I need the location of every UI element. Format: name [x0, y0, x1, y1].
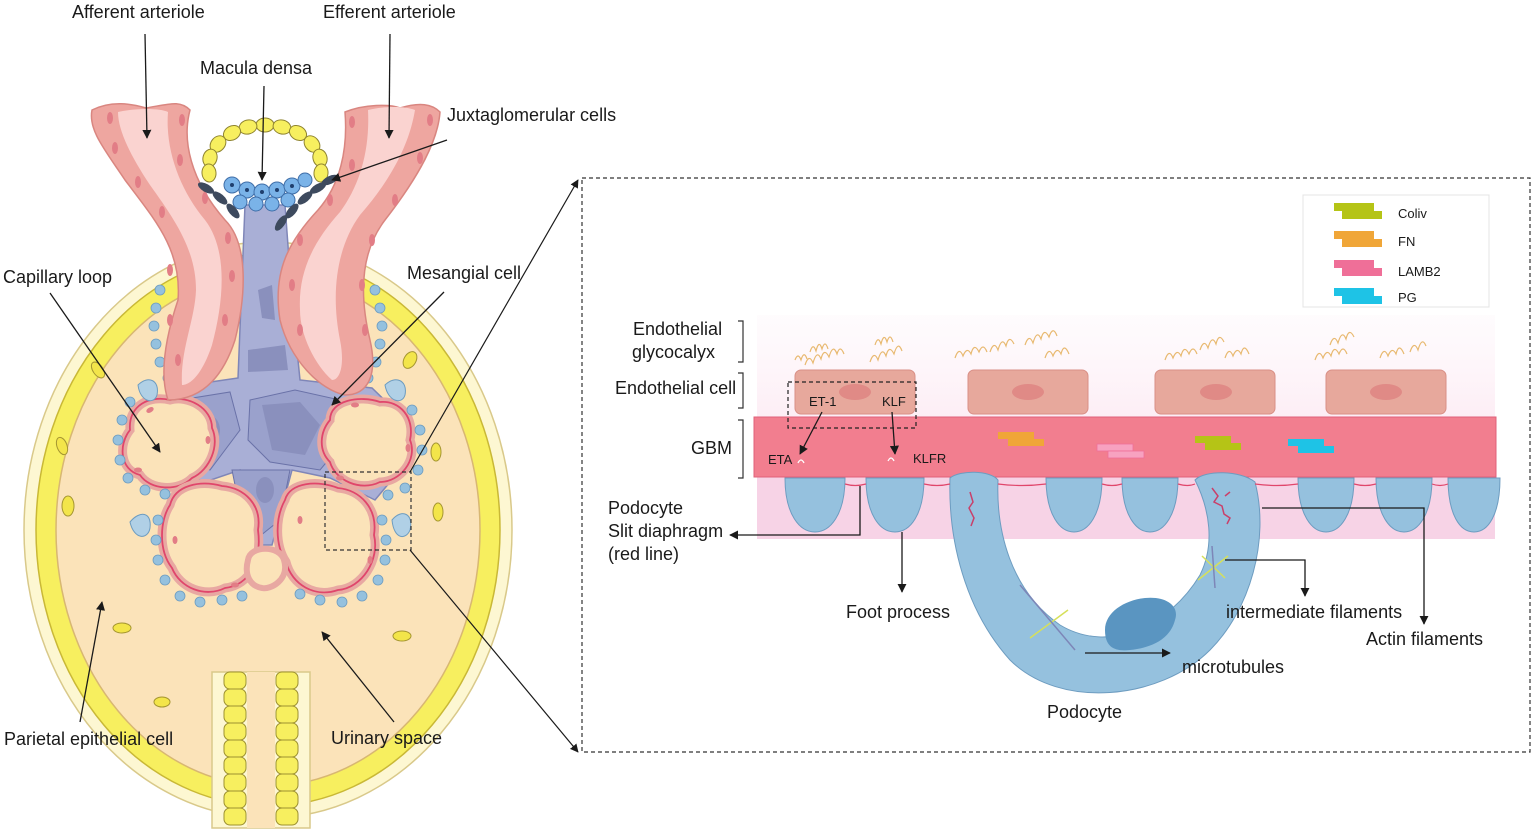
legend-item-pg: PG [1334, 288, 1417, 305]
label-endothelial-cell: Endothelial cell [615, 378, 736, 398]
arrow-efferent [384, 33, 394, 139]
tubule-cells [223, 671, 299, 826]
left-labels: Afferent arteriole Efferent arteriole Ma… [3, 2, 616, 749]
label-podocyte-slit-1: Podocyte [608, 498, 683, 518]
label-podocyte-slit-2: Slit diaphragm [608, 521, 723, 541]
layer-brackets [738, 320, 744, 479]
macula-densa-tubule [201, 117, 329, 183]
podocyte-nucleus [1105, 597, 1176, 651]
foot-processes [784, 477, 1501, 533]
arrow-mesangial [331, 291, 445, 406]
capillary-loop-left [118, 394, 220, 492]
arrow-juxtaglomerular [331, 139, 448, 182]
label-urinary-space: Urinary space [331, 728, 442, 748]
endothelial-cells [794, 369, 1447, 415]
legend-label-lamb2: LAMB2 [1398, 264, 1441, 279]
legend-label-coliv: Coliv [1398, 206, 1427, 221]
macula-densa-cells [223, 172, 313, 212]
label-mesangial-cell: Mesangial cell [407, 263, 521, 283]
capillary-loop-small [243, 545, 289, 592]
capillary-loop-right [317, 394, 417, 491]
label-microtubules: microtubules [1182, 657, 1284, 677]
right-leaders [729, 486, 1429, 658]
zoom-connector-top [409, 179, 579, 473]
arrow-urinary-space [321, 631, 395, 723]
zoom-connector-bottom [409, 549, 579, 753]
left-arrows [49, 33, 448, 723]
capillary-loop-bottom-right [273, 479, 380, 597]
microtubules [1019, 545, 1216, 651]
label-foot-process: Foot process [846, 602, 950, 622]
glomerulus [23, 103, 513, 829]
legend-item-lamb2: LAMB2 [1334, 260, 1441, 279]
label-parietal-epithelial-cell: Parietal epithelial cell [4, 729, 173, 749]
actin-filaments [968, 487, 1231, 527]
label-endothelial-glycocalyx-1: Endothelial [633, 319, 722, 339]
label-klf: KLF [882, 394, 906, 409]
legend-label-pg: PG [1398, 290, 1417, 305]
leader-slit [729, 486, 861, 540]
podocyte-cell-bodies [129, 379, 412, 538]
arrow-parietal [79, 601, 105, 723]
slit-diaphragms [844, 483, 1449, 487]
leader-intermediate [1225, 559, 1310, 597]
label-et1: ET-1 [809, 394, 836, 409]
zoom-panel [581, 177, 1531, 753]
label-efferent-arteriole: Efferent arteriole [323, 2, 456, 22]
label-afferent-arteriole: Afferent arteriole [72, 2, 205, 22]
legend-box [1302, 194, 1490, 308]
capillary-loops [118, 394, 417, 597]
zoom-region-box [324, 471, 412, 551]
legend-item-fn: FN [1334, 231, 1415, 249]
label-eta: ETA [768, 452, 793, 467]
macula-densa-nuclei [230, 183, 294, 194]
label-endothelial-glycocalyx-2: glycocalyx [632, 342, 715, 362]
right-labels: Endothelial glycocalyx Endothelial cell … [608, 319, 1483, 722]
label-capillary-loop: Capillary loop [3, 267, 112, 287]
podocyte-body [949, 471, 1261, 694]
label-podocyte: Podocyte [1047, 702, 1122, 722]
label-podocyte-slit-3: (red line) [608, 544, 679, 564]
label-actin-filaments: Actin filaments [1366, 629, 1483, 649]
label-gbm: GBM [691, 438, 732, 458]
parietal-cell-nuclei [55, 351, 444, 708]
mesangial-nuclei [196, 285, 320, 503]
zoom-connectors [409, 179, 579, 753]
endothelial-nuclei [134, 402, 411, 588]
proximal-tubule-lumen [247, 672, 275, 828]
label-klfr: KLFR [913, 451, 946, 466]
label-juxtaglomerular-cells: Juxtaglomerular cells [447, 105, 616, 125]
legend-label-fn: FN [1398, 234, 1415, 249]
gbm-proteins [998, 432, 1334, 459]
signaling-box [787, 381, 917, 429]
arrow-macula-densa [257, 85, 267, 181]
signaling-arrows [799, 411, 899, 455]
efferent-arteriole-lumen [299, 107, 415, 380]
juxtaglomerular-cells [197, 174, 339, 231]
arrow-afferent [142, 33, 152, 139]
arrow-capillary-loop [49, 292, 161, 453]
label-intermediate-filaments: intermediate filaments [1226, 602, 1402, 622]
smooth-muscle-nuclei [107, 112, 433, 366]
receptor-marks [797, 457, 895, 464]
afferent-arteriole-lumen [118, 109, 222, 385]
glycocalyx-fibers [794, 330, 1427, 366]
leader-actin [1262, 507, 1429, 625]
legend: Coliv FN LAMB2 PG [1302, 194, 1490, 308]
legend-item-coliv: Coliv [1334, 203, 1427, 221]
label-macula-densa: Macula densa [200, 58, 313, 78]
